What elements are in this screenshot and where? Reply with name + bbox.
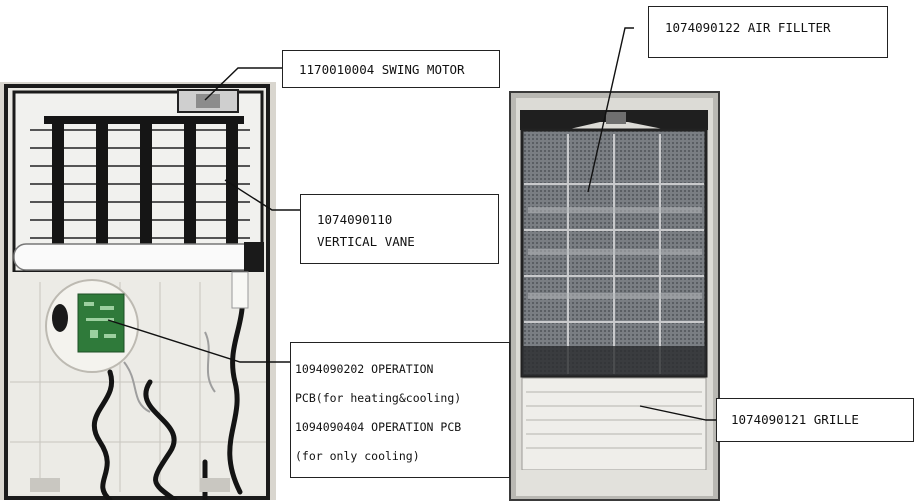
- air-filter-label: 1074090122 AIR FILLTER: [648, 6, 888, 58]
- leader-swing-motor: [204, 67, 282, 101]
- operation-pcb-label-line-4: (for only cooling): [295, 449, 420, 463]
- rear-unit-photo: [508, 90, 721, 502]
- swing-motor-label: 1170010004 SWING MOTOR: [282, 50, 500, 88]
- leader-air-filter: [587, 27, 634, 193]
- operation-pcb-label-line-3: 1094090404 OPERATION PCB: [295, 420, 462, 434]
- vertical-vane-label-line-2: VERTICAL VANE: [317, 234, 415, 249]
- leader-operation-pcb: [107, 319, 290, 363]
- rear-unit-illustration: [509, 91, 720, 501]
- air-filter-label-line-1: 1074090122 AIR FILLTER: [665, 20, 831, 35]
- front-unit-illustration: [0, 82, 276, 500]
- operation-pcb-label-line-2: PCB(for heating&cooling): [295, 391, 462, 405]
- operation-pcb-label-line-1: 1094090202 OPERATION: [295, 362, 434, 376]
- vertical-vane-label-line-1: 1074090110: [317, 212, 393, 227]
- front-unit-photo: [0, 82, 276, 500]
- leader-vertical-vane: [224, 179, 300, 211]
- swing-motor-label-line-1: 1170010004 SWING MOTOR: [299, 62, 465, 77]
- vertical-vane-label: 1074090110 VERTICAL VANE: [300, 194, 499, 264]
- leader-grille: [639, 405, 716, 421]
- grille-label-line-1: 1074090121 GRILLE: [731, 412, 859, 427]
- operation-pcb-label: 1094090202 OPERATION PCB(for heating&coo…: [290, 342, 510, 478]
- grille-label: 1074090121 GRILLE: [716, 398, 914, 442]
